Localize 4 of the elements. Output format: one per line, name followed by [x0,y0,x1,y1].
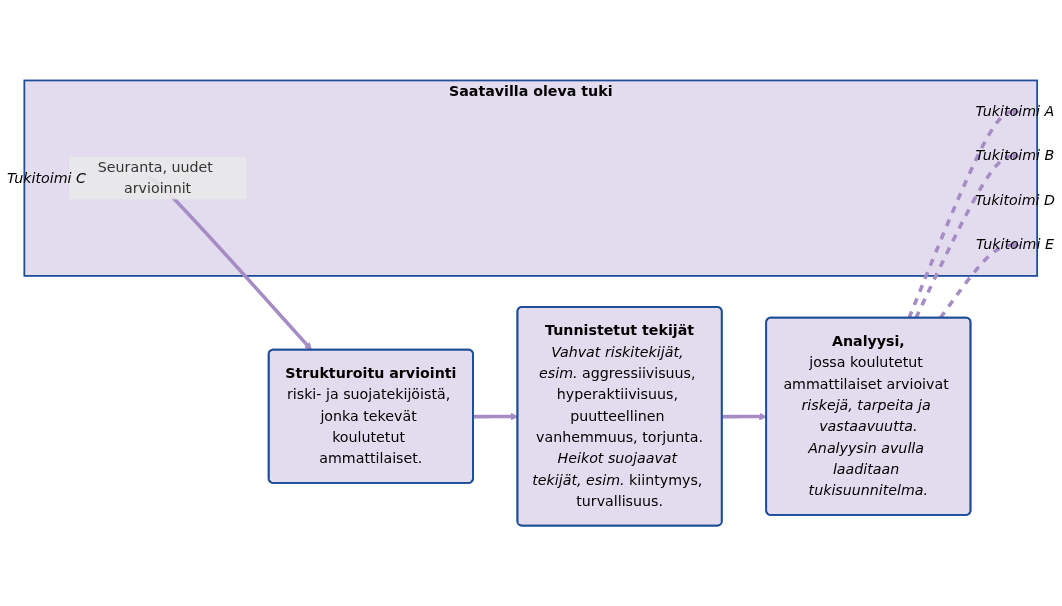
arrow [722,412,767,421]
edge-label: Seuranta, uudet arvioinnit [97,158,213,197]
arrow [907,107,1021,319]
arrow [914,152,1021,319]
